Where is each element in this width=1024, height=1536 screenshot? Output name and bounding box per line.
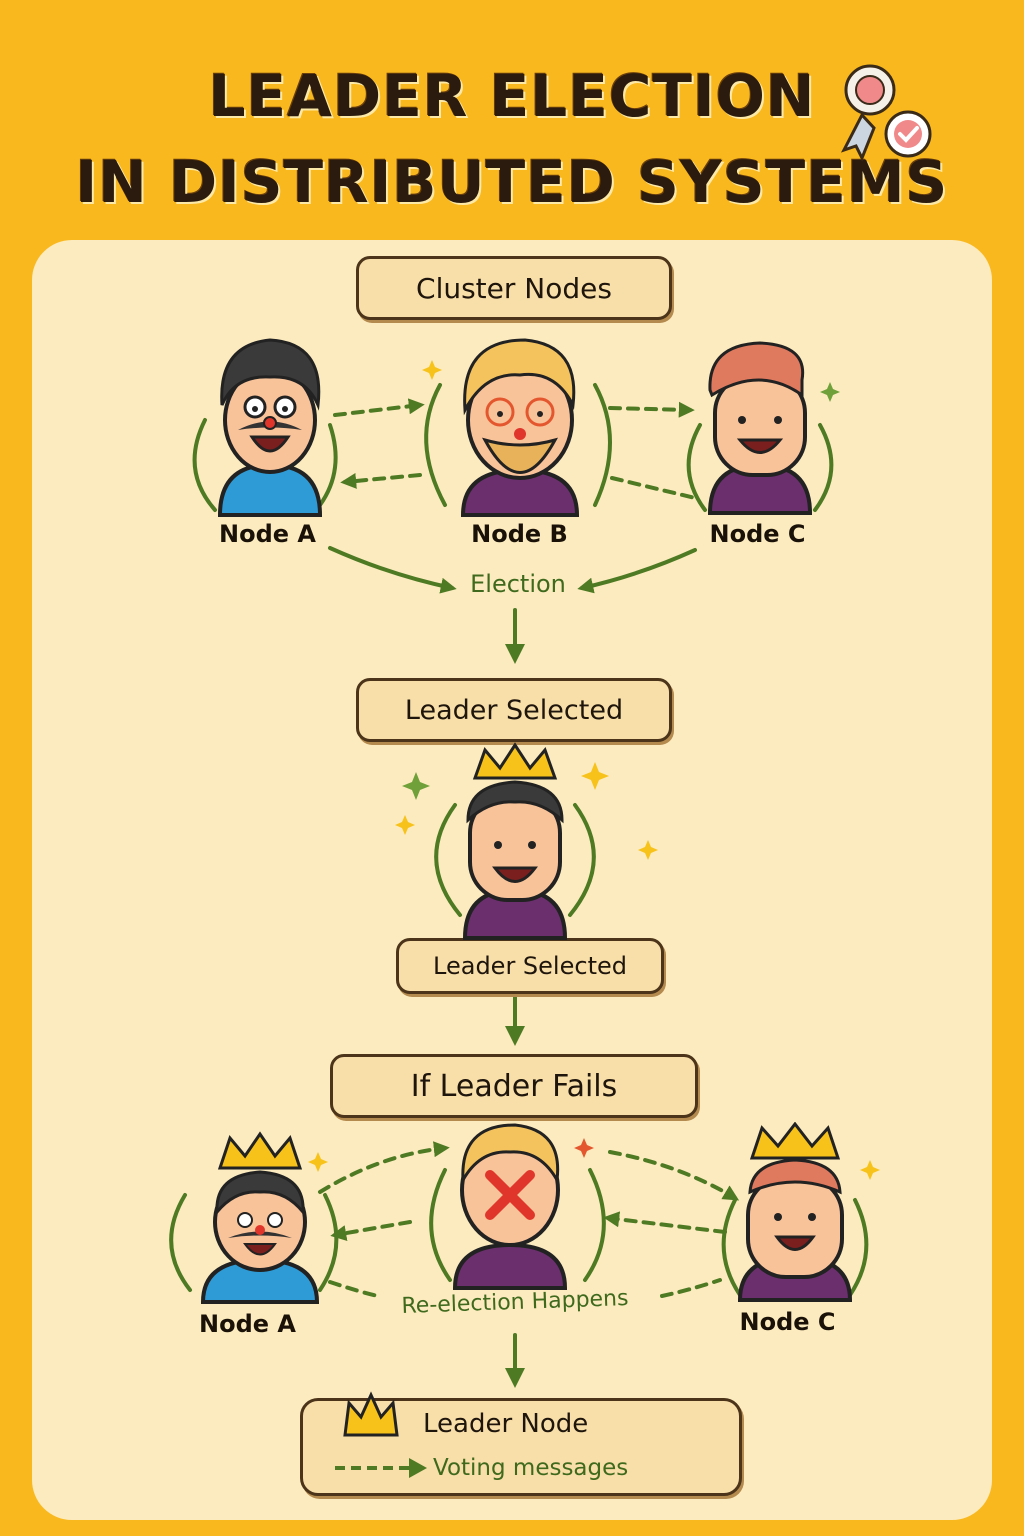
node-a-avatar	[217, 338, 323, 517]
page-title-line2: IN DISTRIBUTED SYSTEMS	[75, 148, 949, 216]
node-a-bottom-avatar	[200, 1131, 320, 1304]
leader-selected-heading: Leader Selected	[356, 678, 672, 742]
node-c-label: Node C	[709, 520, 806, 548]
cluster-nodes-heading-text: Cluster Nodes	[416, 271, 612, 305]
if-leader-fails-heading: If Leader Fails	[330, 1054, 698, 1118]
election-label: Election	[470, 570, 566, 598]
leader-selected-caption: Leader Selected	[396, 938, 664, 994]
node-a-bottom-label: Node A	[199, 1310, 296, 1338]
legend-leader-node: Leader Node	[423, 1409, 589, 1439]
node-c-bottom-avatar	[737, 1122, 853, 1302]
leader-selected-heading-text: Leader Selected	[404, 694, 624, 726]
node-a-label: Node A	[219, 520, 316, 548]
page-title-line1: LEADER ELECTION	[208, 62, 816, 130]
cluster-nodes-heading: Cluster Nodes	[356, 256, 672, 320]
leader-selected-caption-text: Leader Selected	[433, 952, 627, 980]
x-mark-icon	[485, 1170, 535, 1220]
failed-leader-avatar	[452, 1123, 568, 1290]
legend-voting-messages: Voting messages	[433, 1455, 629, 1481]
dashed-arrow-icon	[335, 1458, 427, 1478]
crown-icon	[472, 742, 558, 780]
crown-icon	[343, 1391, 399, 1437]
if-leader-fails-heading-text: If Leader Fails	[410, 1068, 618, 1104]
node-b-avatar	[460, 338, 580, 517]
legend-box: Leader Node Voting messages	[300, 1391, 742, 1496]
node-c-bottom-label: Node C	[739, 1308, 836, 1336]
leader-avatar	[462, 742, 568, 940]
node-b-label: Node B	[471, 520, 568, 548]
node-c-avatar	[707, 341, 813, 515]
